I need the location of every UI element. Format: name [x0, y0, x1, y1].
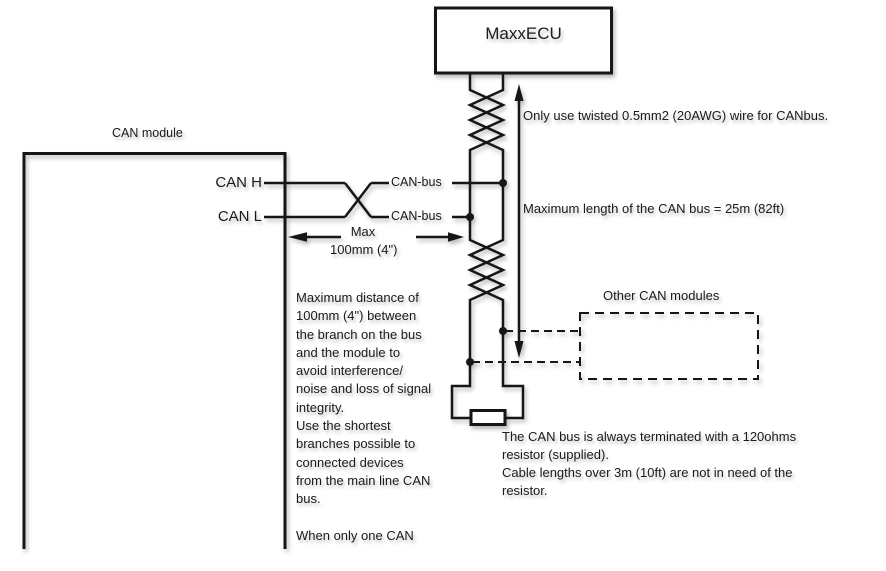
wire-spec-note: Only use twisted 0.5mm2 (20AWG) wire for…	[523, 108, 829, 123]
arrowhead-left-icon	[288, 232, 307, 242]
termination-resistor	[469, 409, 507, 426]
branch-crossover-2	[344, 182, 372, 218]
junction-dot-canh	[499, 179, 507, 187]
max-length-note: Maximum length of the CAN bus = 25m (82f…	[523, 201, 785, 216]
other-can-modules-label: Other CAN modules	[603, 288, 720, 303]
twisted-pair-wire-left	[450, 74, 507, 420]
junction-dot-canl	[466, 213, 474, 221]
can-l-pin-label: CAN L	[217, 208, 262, 225]
other-can-modules-box	[579, 312, 759, 380]
twisted-pair-wire-right	[466, 74, 525, 420]
junction-dot-other-upper	[499, 327, 507, 335]
maxxecu-box	[434, 6, 613, 75]
can-module-label: CAN module	[112, 126, 183, 140]
arrowhead-down-icon	[514, 341, 524, 358]
termination-note: The CAN bus is always terminated with a …	[502, 429, 797, 498]
can-h-pin-label: CAN H	[215, 174, 262, 191]
maxxecu-label: MaxxECU	[485, 24, 562, 43]
canbus-upper-label: CAN-bus	[391, 175, 442, 189]
branch-max-label: Max	[350, 224, 376, 239]
branch-distance-label: 100mm (4")	[330, 242, 398, 257]
junction-dot-other-lower	[466, 358, 474, 366]
branch-distance-note: Maximum distance of 100mm (4") between t…	[296, 290, 432, 543]
canbus-lower-label: CAN-bus	[391, 209, 442, 223]
can-module-box	[22, 152, 287, 549]
arrowhead-right-icon	[448, 232, 464, 242]
arrowhead-up-icon	[514, 84, 524, 101]
